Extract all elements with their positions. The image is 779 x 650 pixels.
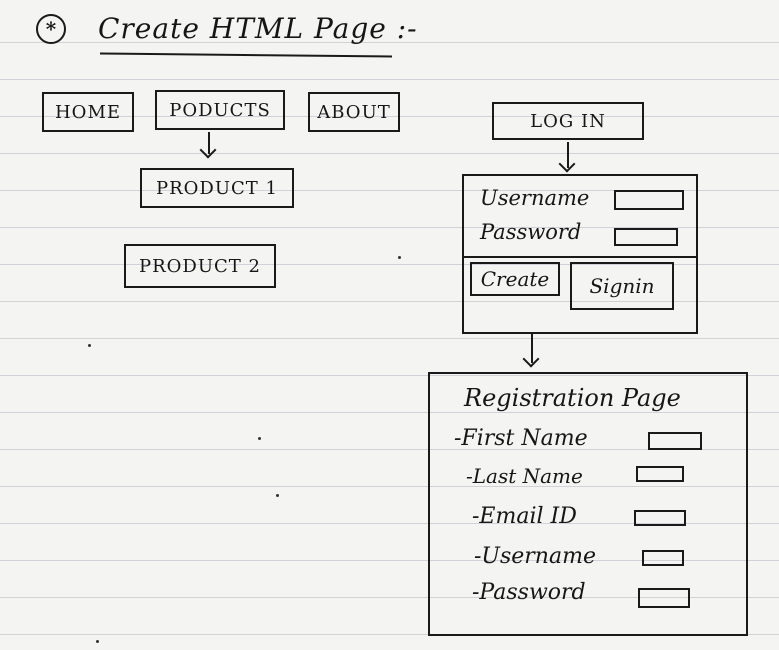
login-form: Username Password Create Signin — [462, 174, 698, 334]
password-input[interactable] — [638, 588, 690, 608]
username-label: -Username — [474, 544, 596, 569]
password-label: -Password — [472, 580, 586, 605]
arrow-down-icon — [567, 142, 569, 168]
page-title: Create HTML Page :- — [98, 12, 418, 45]
title-marker-circle: * — [36, 14, 66, 44]
first-name-label: -First Name — [454, 426, 588, 451]
first-name-input[interactable] — [648, 432, 702, 450]
last-name-input[interactable] — [636, 466, 684, 482]
title-underline — [99, 52, 393, 58]
nav-home-button[interactable]: HOME — [42, 92, 134, 132]
speck — [96, 640, 99, 643]
speck — [398, 256, 401, 259]
product-2-item[interactable]: PRODUCT 2 — [124, 244, 276, 288]
nav-about-button[interactable]: ABOUT — [308, 92, 400, 132]
nav-login-button[interactable]: LOG IN — [492, 102, 644, 140]
arrow-down-icon — [208, 132, 210, 154]
username-input[interactable] — [614, 190, 684, 210]
nav-products-button[interactable]: PODUCTS — [155, 90, 285, 130]
registration-panel: Registration Page -First Name -Last Name… — [428, 372, 748, 636]
signin-button[interactable]: Signin — [570, 262, 674, 310]
arrow-down-icon — [531, 333, 533, 363]
password-label: Password — [480, 220, 582, 244]
create-button[interactable]: Create — [470, 262, 560, 296]
asterisk-icon: * — [45, 17, 57, 41]
form-divider — [464, 256, 696, 258]
speck — [258, 437, 261, 440]
registration-title: Registration Page — [464, 384, 681, 412]
email-id-label: -Email ID — [472, 504, 577, 529]
username-input[interactable] — [642, 550, 684, 566]
speck — [276, 494, 279, 497]
speck — [88, 344, 91, 347]
product-1-item[interactable]: PRODUCT 1 — [140, 168, 294, 208]
username-label: Username — [480, 186, 590, 210]
last-name-label: -Last Name — [466, 464, 583, 488]
email-id-input[interactable] — [634, 510, 686, 526]
password-input[interactable] — [614, 228, 678, 246]
